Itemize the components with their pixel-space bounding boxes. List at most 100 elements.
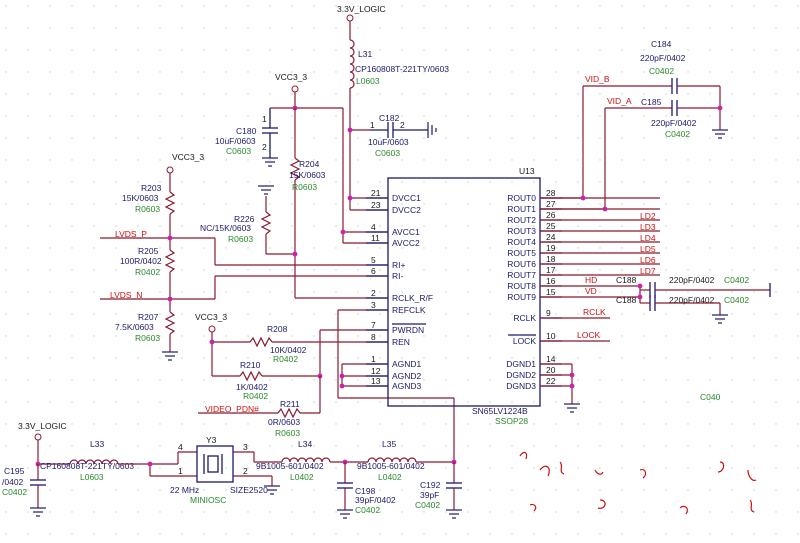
grid-dot	[775, 115, 777, 117]
grid-dot	[181, 225, 183, 227]
grid-dot	[621, 181, 623, 183]
grid-dot	[489, 423, 491, 425]
grid-dot	[511, 27, 513, 29]
resistor-R210[interactable]: R210 1K/0402 R0402	[236, 360, 268, 401]
grid-dot	[115, 247, 117, 249]
grid-dot	[357, 27, 359, 29]
grid-dot	[643, 269, 645, 271]
grid-dot	[445, 5, 447, 7]
capacitor-C180[interactable]: 1 2 C180 10uF/0603 C0603	[215, 108, 278, 167]
ground-icon	[712, 314, 728, 324]
resistor-R203[interactable]: R203 15K/0603 R0603	[122, 183, 176, 215]
grid-dot	[335, 291, 337, 293]
resistor-R226[interactable]: R226 NC/15K/0603 R0603	[200, 185, 295, 255]
grid-dot	[731, 357, 733, 359]
junction-dot	[292, 251, 298, 257]
capacitor-C182[interactable]: C182 1 2 10uF/0603 C0603	[368, 113, 437, 158]
grid-dot	[709, 71, 711, 73]
grid-dot	[357, 137, 359, 139]
resistor-zigzag-icon	[164, 249, 176, 273]
grid-dot	[775, 247, 777, 249]
grid-dot	[335, 181, 337, 183]
grid-dot	[335, 313, 337, 315]
inductor-L31[interactable]: L31 CP160808T-221TY/0603 L0603	[349, 39, 449, 89]
grid-dot	[643, 181, 645, 183]
resistor-R204[interactable]: R204 15K/0603 R0603	[289, 108, 326, 298]
resistor-R211[interactable]: R211 0R/0603 R0603	[268, 399, 301, 438]
ic-pin-number: 22	[546, 376, 556, 386]
grid-dot	[533, 181, 535, 183]
grid-dot	[423, 181, 425, 183]
grid-dot	[555, 423, 557, 425]
grid-dot	[401, 27, 403, 29]
net-label-ld5: LD5	[640, 244, 656, 254]
grid-dot	[181, 357, 183, 359]
grid-dot	[181, 203, 183, 205]
grid-dot	[225, 313, 227, 315]
capacitor-C198[interactable]: C198 39pF/0402 C0402	[337, 462, 396, 515]
grid-dot	[357, 335, 359, 337]
l35-value: 9B1005-601/0402	[357, 461, 425, 471]
grid-dot	[115, 467, 117, 469]
resistor-R207[interactable]: R207 7.5K/0603 R0603	[115, 311, 176, 343]
grid-dot	[115, 379, 117, 381]
grid-dot	[137, 357, 139, 359]
inductor-L33[interactable]: L33 CP160808T-221TY/0603 L0603	[40, 439, 134, 482]
ground-icon	[262, 157, 278, 167]
grid-dot	[687, 247, 689, 249]
c198-value: 39pF/0402	[355, 495, 396, 505]
grid-dot	[203, 335, 205, 337]
grid-dot	[555, 357, 557, 359]
capacitor-C188-vd[interactable]: C188 220pF/0402 C0402	[616, 295, 749, 311]
ic-pin-number: 14	[546, 354, 556, 364]
grid-dot	[291, 5, 293, 7]
grid-dot	[93, 137, 95, 139]
grid-dot	[467, 225, 469, 227]
capacitor-C195[interactable]: C195 /0402 C0402	[2, 464, 46, 508]
grid-dot	[687, 489, 689, 491]
l31-package: L0603	[356, 76, 380, 86]
ic-pin-number: 12	[371, 366, 381, 376]
grid-dot	[159, 27, 161, 29]
grid-dot	[225, 401, 227, 403]
inductor-L34[interactable]: L34 9B1005-601/0402 L0402	[256, 439, 331, 482]
ic-pin-number: 25	[546, 221, 556, 231]
ic-pin-number: 2	[371, 288, 376, 298]
grid-dot	[687, 203, 689, 205]
grid-dot	[599, 489, 601, 491]
grid-dot	[511, 335, 513, 337]
capacitor-C185[interactable]: C185 220pF/0402 C0402	[641, 97, 720, 139]
resistor-R205[interactable]: R205 100R/0402 R0402	[120, 246, 176, 277]
resistor-R208[interactable]: R208 10K/0402 R0402	[249, 324, 307, 364]
grid-dot	[423, 357, 425, 359]
r210-package: R0402	[243, 391, 268, 401]
grid-dot	[225, 49, 227, 51]
grid-dot	[467, 335, 469, 337]
grid-dot	[203, 247, 205, 249]
inductor-L35[interactable]: L35 9B1005-601/0402 L0402	[357, 439, 425, 482]
grid-dot	[753, 247, 755, 249]
grid-dot	[753, 379, 755, 381]
oscillator-Y3[interactable]: Y3 4 1 3 2 22 MHz SIZE2520 MINIOSC	[170, 435, 268, 505]
grid-dot	[731, 291, 733, 293]
ic-pin-name: ROUT9	[507, 292, 536, 302]
grid-dot	[577, 93, 579, 95]
partial-package-label: C040	[700, 392, 721, 402]
grid-dot	[775, 313, 777, 315]
grid-dot	[577, 49, 579, 51]
grid-dot	[709, 93, 711, 95]
capacitor-C192[interactable]: C192 39pF C0402	[415, 462, 462, 510]
grid-dot	[137, 71, 139, 73]
grid-dot	[379, 313, 381, 315]
grid-dot	[203, 291, 205, 293]
grid-dot	[511, 181, 513, 183]
grid-dot	[379, 159, 381, 161]
grid-dot	[577, 423, 579, 425]
grid-dot	[313, 71, 315, 73]
net-label-ld2: LD2	[640, 211, 656, 221]
grid-dot	[753, 489, 755, 491]
capacitor-C184[interactable]: C184 220pF/0402 C0402	[640, 39, 720, 94]
grid-dot	[291, 71, 293, 73]
